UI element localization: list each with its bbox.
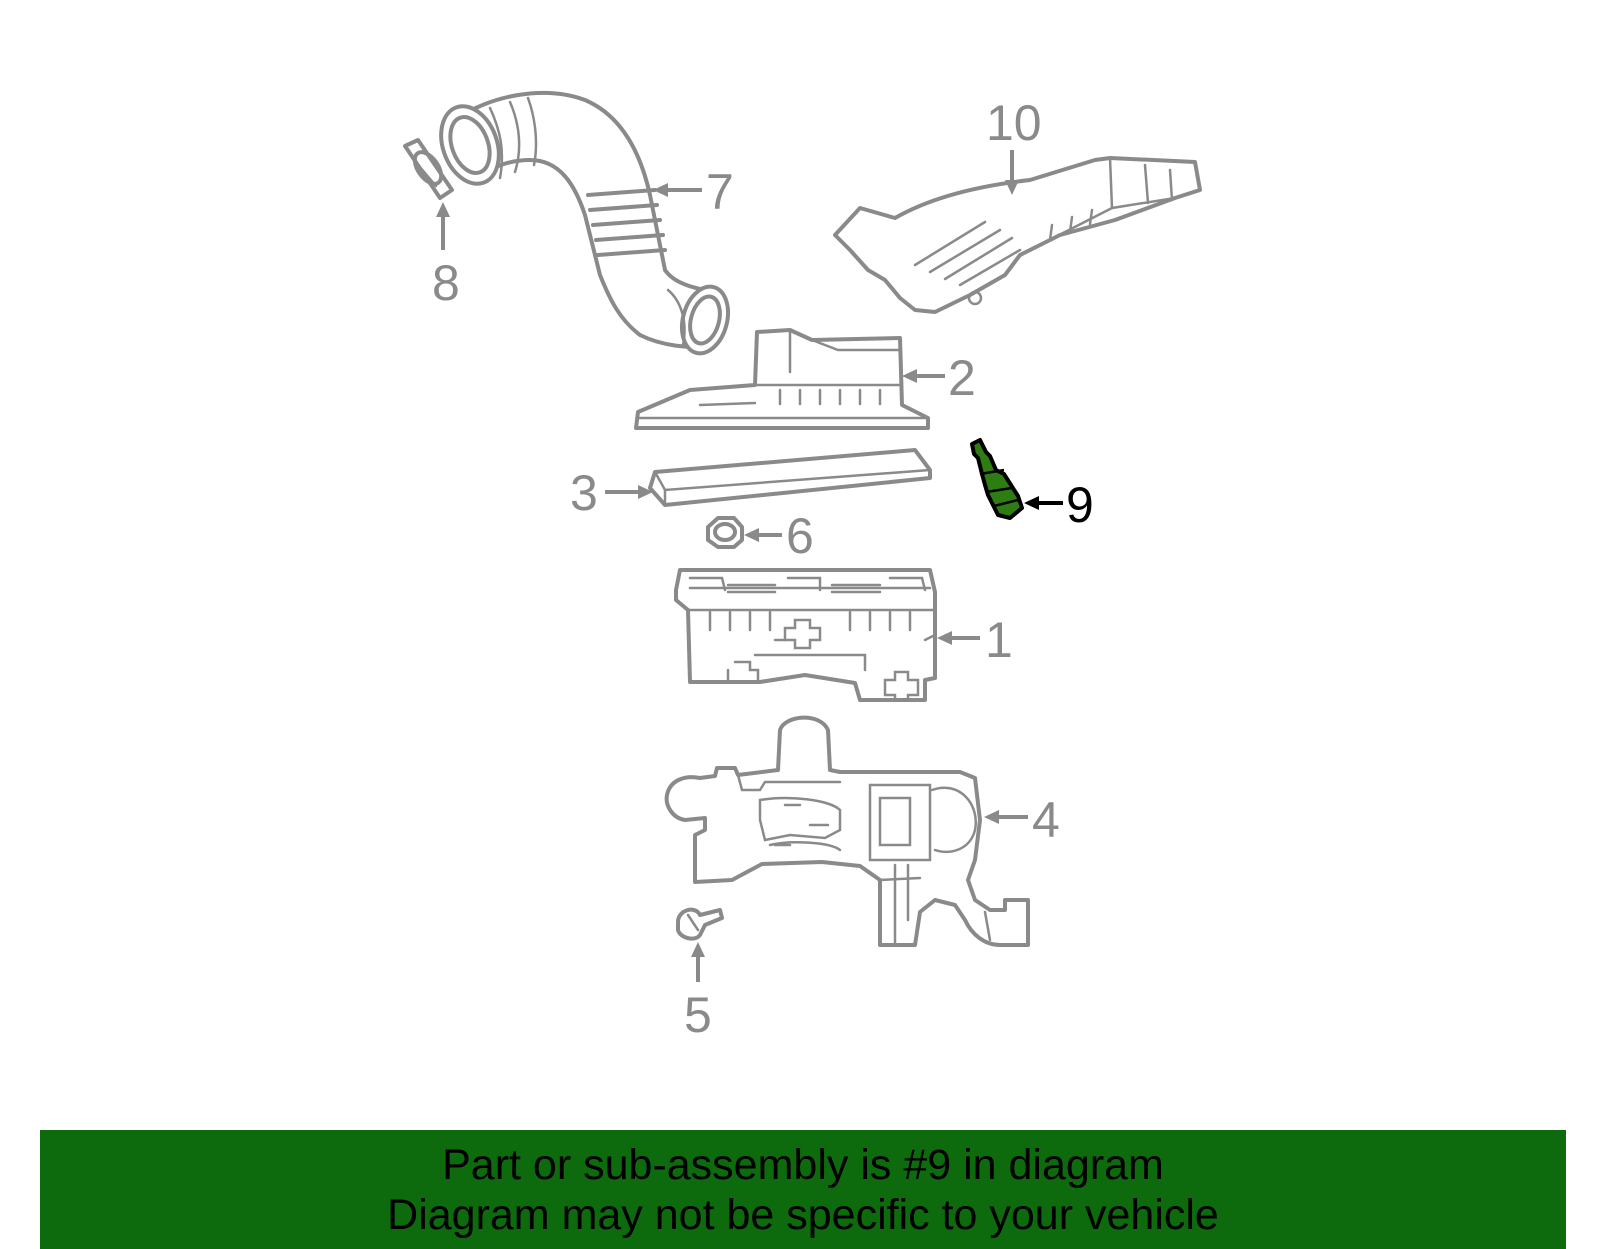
callout-2: 2 — [948, 350, 976, 406]
callout-5: 5 — [684, 987, 712, 1043]
banner-line-2: Diagram may not be specific to your vehi… — [387, 1191, 1219, 1239]
part-10-air-duct — [833, 156, 1202, 314]
callout-1: 1 — [985, 612, 1013, 668]
part-8-clamp — [403, 138, 454, 200]
callout-4: 4 — [1032, 792, 1060, 848]
part-3-filter — [648, 448, 932, 507]
part-6-nut — [706, 516, 744, 549]
part-7-intake-hose — [439, 90, 731, 356]
part-4-bracket — [664, 715, 1030, 947]
callout-8: 8 — [432, 255, 460, 311]
part-9-sensor — [970, 438, 1024, 520]
info-banner: Part or sub-assembly is #9 in diagram Di… — [40, 1130, 1566, 1249]
leader-arrows — [436, 150, 1063, 982]
banner-line-1: Part or sub-assembly is #9 in diagram — [442, 1141, 1164, 1189]
callout-3: 3 — [570, 465, 598, 521]
callout-6: 6 — [786, 508, 814, 564]
part-1-housing-lower — [674, 568, 937, 702]
part-5-clip — [676, 907, 724, 941]
callout-9: 9 — [1066, 477, 1094, 533]
parts-diagram: 8 7 10 2 3 6 1 4 5 9 — [403, 90, 1202, 1043]
callout-10: 10 — [986, 95, 1042, 151]
callout-7: 7 — [706, 164, 734, 220]
part-2-housing-cover — [634, 328, 930, 430]
